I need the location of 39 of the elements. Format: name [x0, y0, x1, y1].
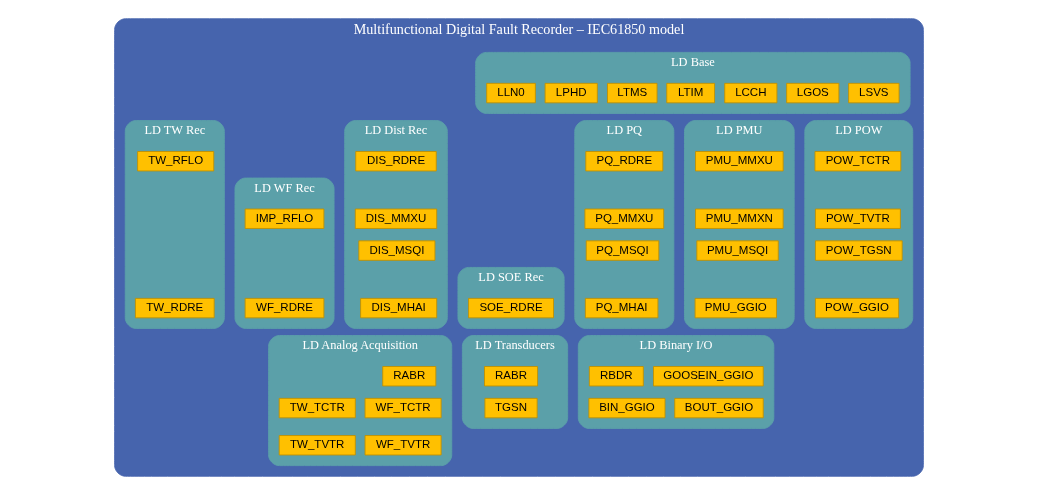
node-box: LTIM	[665, 82, 715, 104]
node-box: POW_GGIO	[814, 297, 899, 319]
node-box: GOOSEIN_GGIO	[652, 366, 764, 387]
node-box: PMU_GGIO	[694, 297, 777, 319]
node-box: RABR	[381, 366, 436, 387]
node-box: POW_TCTR	[814, 151, 901, 172]
node-box: RABR	[483, 366, 538, 387]
node-box: PQ_MMXU	[583, 208, 664, 229]
node-box: PMU_MMXN	[694, 208, 784, 229]
node-box: POW_TGSN	[814, 240, 903, 261]
node-box: WF_TVTR	[364, 435, 442, 456]
node-box: PQ_MHAI	[584, 297, 658, 319]
node-box: LPHD	[544, 82, 598, 104]
node-box: LSVS	[847, 82, 899, 104]
node-box: DIS_MHAI	[359, 297, 437, 319]
node-box: SOE_RDRE	[467, 297, 554, 319]
node-box: LTMS	[606, 82, 657, 104]
node-box: RBDR	[588, 366, 644, 387]
node-box: LGOS	[785, 82, 839, 104]
node-box: LLN0	[485, 82, 536, 104]
node-box: TW_RDRE	[134, 297, 215, 319]
node-box: PMU_MSQI	[695, 240, 779, 261]
node-box: POW_TVTR	[814, 208, 901, 229]
node-box: TGSN	[484, 397, 538, 419]
node-box: IMP_RFLO	[244, 208, 324, 229]
node-box: PQ_MSQI	[585, 240, 659, 261]
node-box: DIS_MMXU	[354, 208, 437, 229]
node-box: DIS_RDRE	[354, 151, 437, 172]
node-box: PMU_MMXU	[694, 151, 784, 172]
node-box: TW_RFLO	[136, 151, 214, 172]
node-box: WF_TCTR	[364, 397, 442, 419]
node-box: WF_RDRE	[244, 297, 324, 319]
node-box: BIN_GGIO	[587, 397, 665, 419]
node-box: TW_TCTR	[278, 397, 356, 419]
node-box: LCCH	[723, 82, 777, 104]
node-box: DIS_MSQI	[357, 240, 435, 261]
node-box: TW_TVTR	[278, 435, 356, 456]
node-box: PQ_RDRE	[584, 151, 663, 172]
node-box: BOUT_GGIO	[673, 397, 764, 419]
